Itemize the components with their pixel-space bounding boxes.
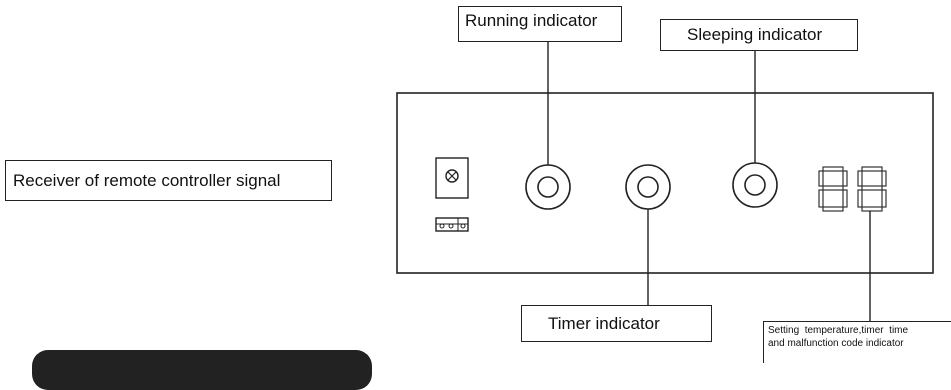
indicator-panel-diagram bbox=[396, 42, 934, 321]
timer-indicator-label: Timer indicator bbox=[521, 305, 712, 342]
running-indicator-label: Running indicator bbox=[458, 6, 622, 42]
setting-label-line-1: Setting temperature,timer time bbox=[768, 325, 909, 336]
circled-x-icon bbox=[445, 169, 459, 183]
timer-indicator-icon bbox=[625, 164, 671, 210]
receiver-module bbox=[435, 157, 469, 232]
dark-remote-panel bbox=[32, 350, 372, 390]
running-indicator-icon bbox=[525, 164, 571, 210]
setting-indicator-label: Setting temperature,timer time and malfu… bbox=[763, 321, 951, 363]
seven-segment-display bbox=[818, 166, 887, 212]
receiver-label: Receiver of remote controller signal bbox=[5, 160, 332, 201]
sleeping-indicator-label: Sleeping indicator bbox=[660, 19, 858, 51]
setting-label-line-2: and malfunction code indicator bbox=[768, 338, 904, 349]
sleeping-indicator-icon bbox=[732, 162, 778, 208]
